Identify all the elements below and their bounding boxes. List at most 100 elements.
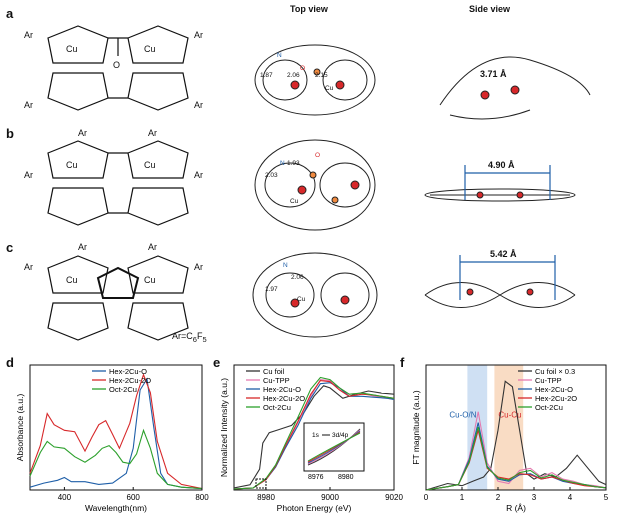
struct-c-cu2: Cu [144, 275, 156, 285]
legend-label-1: Cu-TPP [535, 376, 562, 385]
struct-c-ar4: Ar [148, 242, 157, 252]
struct-a-o: O [113, 60, 120, 70]
x-tick-label-0: 400 [58, 493, 72, 502]
y-axis-label: FT magnitude (a.u.) [411, 390, 421, 465]
band-label-1: Cu-Cu [498, 411, 521, 420]
b-top-1: 1.93 [287, 160, 300, 167]
header-side-view: Side view [469, 4, 511, 14]
legend-label-0: Cu foil × 0.3 [535, 367, 575, 376]
legend-label-3: Hex-2Cu-2O [263, 394, 305, 403]
inset-annotation-1s: 1s [312, 432, 320, 439]
x-tick-label-5: 5 [604, 493, 609, 502]
x-tick-label-4: 4 [568, 493, 573, 502]
struct-c-ar1: Ar [24, 262, 33, 272]
series-line-2 [29, 428, 203, 490]
x-tick-label-1: 600 [127, 493, 141, 502]
ar-def-sub1: 6 [192, 334, 197, 344]
inset-tick-0: 8976 [308, 474, 324, 481]
c-top-1: 2.06 [291, 274, 304, 281]
band-label-0: Cu-O/N [449, 411, 476, 420]
top-view-a [254, 44, 376, 116]
zoom-box [255, 478, 267, 489]
series-line-1 [425, 411, 607, 491]
ar-def-sub2: 5 [202, 334, 207, 344]
b-side-dist: 4.90 Å [488, 160, 515, 170]
side-view-b [424, 188, 576, 202]
a-top-cu: Cu [325, 85, 334, 92]
b-top-o: O [315, 152, 320, 159]
plot-frame [425, 364, 607, 491]
b-top-2: 2.03 [265, 172, 278, 179]
struct-b-ar3: Ar [78, 128, 87, 138]
struct-c-cu1: Cu [66, 275, 78, 285]
struct-b-cu1: Cu [66, 160, 78, 170]
b-top-n: N [280, 160, 285, 167]
x-tick-label-2: 9020 [385, 493, 403, 502]
x-axis-label: R (Å) [506, 503, 526, 513]
a-side-dist: 3.71 Å [480, 69, 507, 79]
c-top-cu: Cu [297, 296, 306, 303]
x-tick-label-1: 1 [460, 493, 465, 502]
a-top-2: 2.06 [287, 72, 300, 79]
a-top-3: 2.15 [315, 72, 328, 79]
x-tick-label-1: 9000 [321, 493, 339, 502]
a-top-o: O [300, 65, 305, 72]
structure-c [47, 255, 189, 341]
struct-a-cu2: Cu [144, 44, 156, 54]
legend-label-1: Cu-TPP [263, 376, 290, 385]
legend-label-0: Cu foil [263, 367, 285, 376]
legend-label-4: Oct-2Cu [535, 403, 563, 412]
inset-annotation-3d4p: 3d/4p [332, 432, 349, 439]
legend-label-0: Hex-2Cu-O [109, 367, 147, 376]
structure-a [47, 25, 189, 111]
a-top-1: 1.87 [260, 72, 273, 79]
legend-label-2: Hex-2Cu-O [263, 385, 301, 394]
plot-frame [29, 364, 203, 491]
plot-frame [233, 364, 395, 491]
side-view-c [424, 282, 576, 308]
c-top-2: 1.97 [265, 286, 278, 293]
panel-label-f: f [400, 355, 405, 370]
ar-definition: Ar=C6F5 [172, 331, 207, 344]
struct-a-ar3: Ar [24, 100, 33, 110]
struct-b-ar1: Ar [24, 170, 33, 180]
a-top-n: N [277, 52, 282, 59]
struct-b-cu2: Cu [144, 160, 156, 170]
series-line-4 [425, 426, 607, 491]
x-tick-label-0: 0 [424, 493, 429, 502]
b-top-cu: Cu [290, 198, 299, 205]
series-line-1 [29, 373, 203, 490]
legend-label-2: Oct-2Cu [109, 385, 137, 394]
series-line-4 [233, 376, 395, 490]
legend-label-1: Hex-2Cu-2O [109, 376, 151, 385]
c-side-dist: 5.42 Å [490, 249, 517, 259]
struct-c-ar2: Ar [194, 262, 203, 272]
x-tick-label-2: 2 [496, 493, 501, 502]
struct-c-ar3: Ar [78, 242, 87, 252]
c-top-n: N [283, 262, 288, 269]
panel-label-e: e [213, 355, 221, 370]
header-top-view: Top view [290, 4, 328, 14]
x-tick-label-2: 800 [195, 493, 209, 502]
top-view-b [254, 139, 376, 231]
x-axis-label: Photon Energy (eV) [277, 503, 352, 513]
panel-label-c: c [6, 240, 14, 255]
struct-a-ar1: Ar [24, 30, 33, 40]
ar-def-f: F [196, 331, 203, 341]
legend-label-4: Oct-2Cu [263, 403, 291, 412]
side-view-a [439, 56, 591, 120]
top-view-c [252, 252, 378, 338]
panel-label-a: a [6, 6, 14, 21]
legend-label-2: Hex-2Cu-O [535, 385, 573, 394]
chemical-structures: Cu Cu O Ar Ar Ar Ar Cu Cu Ar Ar Ar Ar Cu… [24, 25, 203, 341]
crystal-views: 1.87 2.06 2.15 1.93 2.03 2.06 1.97 N O C… [252, 44, 591, 338]
y-axis-label: Normalized Intensity (a.u.) [219, 378, 229, 477]
struct-a-cu1: Cu [66, 44, 78, 54]
struct-b-ar2: Ar [194, 170, 203, 180]
struct-a-ar4: Ar [194, 100, 203, 110]
x-tick-label-0: 8980 [257, 493, 275, 502]
